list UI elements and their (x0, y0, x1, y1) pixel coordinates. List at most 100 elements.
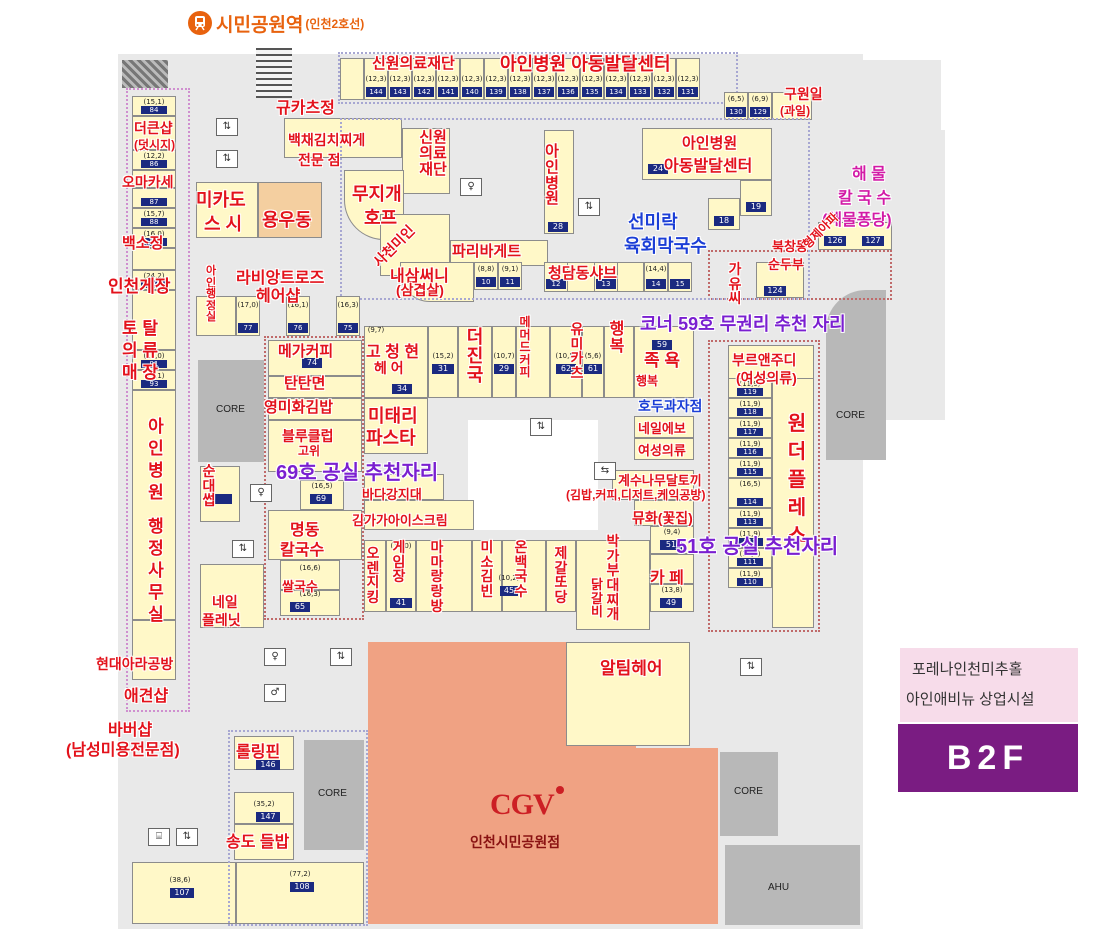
shop-tantanmyeon[interactable] (268, 376, 362, 398)
shop-incheon-gejang[interactable] (132, 248, 176, 270)
shop-myudam[interactable] (634, 500, 694, 526)
unit-10[interactable]: (8,8)10 (474, 262, 498, 290)
shop-cafe[interactable] (650, 554, 694, 584)
unit-86[interactable]: (12,2)86 (132, 150, 176, 170)
unit-15[interactable]: 15 (668, 262, 692, 292)
shop-mama[interactable] (416, 540, 472, 612)
unit-116[interactable]: (11,9)116 (728, 438, 772, 458)
label-ain-mid: 아인병원 (682, 135, 738, 152)
unit-133[interactable]: (12,3)133 (628, 58, 652, 100)
shop-45[interactable] (502, 540, 546, 612)
shop-31[interactable] (428, 326, 458, 398)
shop-naesam[interactable] (400, 262, 474, 302)
unit-139[interactable]: (12,3)139 (484, 58, 508, 100)
shop-66[interactable] (280, 560, 340, 590)
unit-144[interactable]: (12,3)144 (364, 58, 388, 100)
shop-nail[interactable] (200, 564, 264, 628)
shop-ain-hospital-left[interactable] (132, 390, 176, 620)
unit-118[interactable]: (11,9)118 (728, 398, 772, 418)
shop-total-clothing[interactable] (132, 290, 176, 350)
unit-142[interactable]: (12,3)142 (412, 58, 436, 100)
unit-76[interactable]: (16,1)76 (286, 296, 310, 336)
station-header[interactable]: 시민공원역 (인천2호선) (188, 8, 364, 38)
shop-108[interactable] (236, 862, 364, 924)
unit-115[interactable]: (11,9)115 (728, 458, 772, 478)
shop-29[interactable] (492, 326, 516, 398)
shop-metaeri[interactable] (364, 398, 428, 454)
label-incheon-gejang: 인천게장 (108, 277, 171, 296)
unit-93[interactable]: (12,1)93 (132, 370, 176, 390)
unit-91[interactable]: (16,0)91 (132, 350, 176, 370)
shop-ain-mid-v[interactable] (544, 130, 574, 234)
shop-orangi[interactable] (364, 540, 386, 612)
unit-137[interactable]: (12,3)137 (532, 58, 556, 100)
shop-mi[interactable] (472, 540, 502, 612)
shop-bureuan[interactable] (728, 345, 814, 379)
unit-14[interactable]: (14,4)14 (644, 262, 668, 292)
unit-132[interactable]: (12,3)132 (652, 58, 676, 100)
unit-130[interactable]: (6,5)130 (724, 92, 748, 120)
shop-bak[interactable] (576, 540, 650, 630)
shop-yongudong[interactable] (258, 182, 322, 238)
unit-110[interactable]: (11,9)110 (728, 568, 772, 588)
unit-129[interactable]: (6,9)129 (748, 92, 772, 120)
shop-ain-hang[interactable] (196, 296, 236, 336)
unit-87[interactable]: 87 (132, 188, 176, 208)
shop-omakase[interactable] (132, 170, 176, 188)
shop-gyesuna[interactable] (612, 470, 694, 500)
unit-111[interactable]: (11,9)111 (728, 548, 772, 568)
unit-134[interactable]: (12,3)134 (604, 58, 628, 100)
unit-11[interactable]: (9,1)11 (498, 262, 522, 290)
shop-baeda[interactable] (364, 474, 444, 500)
unit-117[interactable]: (11,9)117 (728, 418, 772, 438)
shop-yeoseong[interactable] (634, 438, 694, 460)
shop-gimgaga[interactable] (364, 500, 474, 530)
unit-84[interactable]: (15,1)84 (132, 96, 176, 116)
shop-mikado[interactable] (196, 182, 258, 238)
shop-nailbo[interactable] (634, 416, 694, 438)
unit-136[interactable]: (12,3)136 (556, 58, 580, 100)
label-barber-2: (남성미용전문점) (66, 742, 180, 759)
shop-youngmi[interactable] (268, 398, 362, 420)
shop-duksum[interactable] (132, 116, 176, 150)
unit-138[interactable]: (12,3)138 (508, 58, 532, 100)
tag-41: 41 (390, 598, 412, 608)
unit-89[interactable]: (16,0)89 (132, 228, 176, 248)
unit-77[interactable]: (17,0)77 (236, 296, 260, 336)
unit-119[interactable]: (11,9)119 (728, 378, 772, 398)
unit-114[interactable]: (16,5)114 (728, 478, 772, 508)
unit-12[interactable]: 12 (544, 262, 568, 292)
shop-deojin[interactable] (458, 326, 492, 398)
shop-blue[interactable] (268, 420, 362, 472)
unit-131[interactable]: (12,3)131 (676, 58, 700, 100)
unit-140[interactable]: (12,3)140 (460, 58, 484, 100)
shop-jukyuk[interactable] (634, 326, 694, 398)
label-myeongdong-2: 칼국수 (280, 542, 325, 559)
unit-143[interactable]: (12,3)143 (388, 58, 412, 100)
unit-135[interactable]: (12,3)135 (580, 58, 604, 100)
elevator-icon: ⇅ (216, 118, 238, 136)
shop-alteem[interactable] (566, 642, 690, 746)
unit-90[interactable]: (24,2)90 (132, 270, 176, 290)
shop-shinwon-mid[interactable] (402, 128, 450, 194)
shop-songdo[interactable] (234, 824, 294, 860)
shop-memedu[interactable] (516, 326, 550, 398)
shop-19[interactable] (740, 180, 772, 216)
label-jegal: 제 갈 또 당 (554, 545, 568, 606)
shop-jegal[interactable] (546, 540, 576, 612)
shop-haengbok[interactable] (604, 326, 634, 398)
unit-88[interactable]: (15,7)88 (132, 208, 176, 228)
unit-112[interactable]: (11,9)112 (728, 528, 772, 548)
unit-13[interactable]: 13 (594, 262, 618, 292)
shop-yumi[interactable] (550, 326, 582, 398)
shop-baekchae[interactable] (284, 118, 402, 158)
cgv-logo: CGV (490, 788, 555, 821)
shop-wonder[interactable] (772, 378, 814, 628)
shop-megacoffee[interactable] (268, 340, 362, 376)
unit-141[interactable]: (12,3)141 (436, 58, 460, 100)
unit-113[interactable]: (11,9)113 (728, 508, 772, 528)
unit-75[interactable]: (16,3)75 (336, 296, 360, 336)
shop-myeongdong[interactable] (268, 510, 362, 560)
shop-61[interactable] (582, 326, 604, 398)
cgv-theater[interactable] (368, 642, 566, 924)
